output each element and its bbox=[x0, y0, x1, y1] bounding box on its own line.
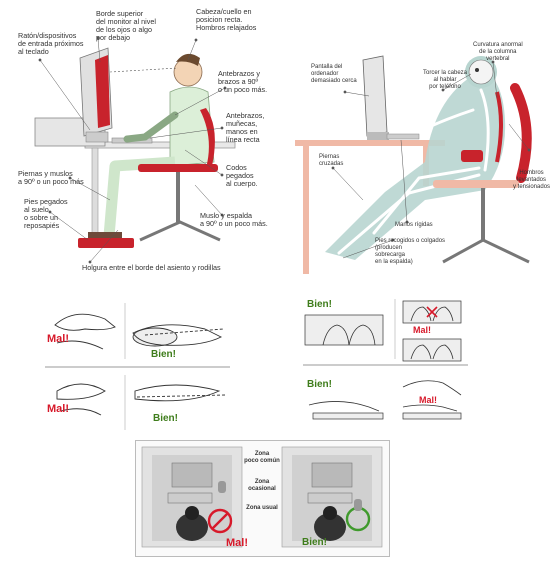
label-rigid-hands: Manos rígidas bbox=[395, 222, 433, 228]
mouse-grip-illustration bbox=[45, 303, 230, 430]
reach-zones-illustration bbox=[141, 446, 383, 548]
label-shoulders-tense: Hombros levantados y tensionados bbox=[513, 170, 551, 190]
zone-usual-label: Zona usual bbox=[246, 505, 278, 511]
label-thigh-back-90: Muslo y espalda a 90º o un poco más. bbox=[200, 211, 268, 228]
label-feet-tucked: Pies recogidos o colgados (producen sobr… bbox=[375, 238, 446, 265]
mouse-grip-bad-1: Mal! bbox=[47, 333, 69, 345]
keyboard-bad-1: Mal! bbox=[413, 325, 431, 335]
correct-posture-illustration bbox=[34, 36, 236, 264]
zone-occasional-label: Zona ocasional bbox=[248, 479, 276, 492]
label-feet-on-floor: Pies pegados al suelo o sobre un reposap… bbox=[24, 197, 68, 230]
label-head-neck: Cabeza/cuello en posicion recta. Hombros… bbox=[196, 7, 257, 32]
label-spine-curvature: Curvatura anormal de la columna vertebra… bbox=[473, 42, 523, 62]
keyboard-posture-illustration bbox=[303, 299, 468, 420]
label-head-twist-phone: Torcer la cabeza al hablar por teléfono bbox=[423, 70, 468, 90]
label-crossed-legs: Piernas cruzadas bbox=[319, 154, 344, 167]
label-monitor-eye-level: Borde superior del monitor al nivel de l… bbox=[96, 9, 156, 42]
zone-rare-label: Zona poco común bbox=[244, 451, 280, 464]
label-mouse-near-keyboard: Ratón/dispositivos de entrada próximos a… bbox=[18, 31, 84, 56]
label-legs-90: Piernas y muslos a 90º o un poco más bbox=[18, 169, 84, 186]
label-screen-too-close: Pantalla del ordenador demasiado cerca bbox=[311, 64, 357, 84]
label-wrists-straight: Antebrazos, muñecas, manos en línea rect… bbox=[226, 111, 265, 144]
mouse-grip-bad-2: Mal! bbox=[47, 403, 69, 415]
keyboard-bad-2: Mal! bbox=[419, 395, 437, 405]
keyboard-posture-panel: Bien! Mal! Bien! Mal! bbox=[303, 295, 468, 430]
keyboard-good-1: Bien! bbox=[307, 299, 332, 310]
wrong-posture-illustration bbox=[295, 55, 532, 274]
reach-zones-panel: Zona poco común Zona ocasional Zona usua… bbox=[135, 440, 390, 557]
zones-bad-label: Mal! bbox=[226, 537, 248, 549]
mouse-grip-good-1: Bien! bbox=[151, 349, 176, 360]
zones-good-label: Bien! bbox=[302, 537, 327, 548]
wrong-posture-panel: Pantalla del ordenador demasiado cerca T… bbox=[283, 0, 553, 282]
mouse-grip-good-2: Bien! bbox=[153, 413, 178, 424]
label-forearms-90: Antebrazos y brazos a 90º o un poco más. bbox=[218, 69, 268, 94]
keyboard-good-2: Bien! bbox=[307, 379, 332, 390]
mouse-grip-panel: Mal! Bien! Mal! Bien! bbox=[45, 295, 230, 430]
label-elbows-close: Codos pegados al cuerpo. bbox=[226, 163, 258, 188]
label-seat-knee-gap: Holgura entre el borde del asiento y rod… bbox=[82, 263, 221, 272]
correct-posture-panel: Ratón/dispositivos de entrada próximos a… bbox=[0, 0, 285, 282]
